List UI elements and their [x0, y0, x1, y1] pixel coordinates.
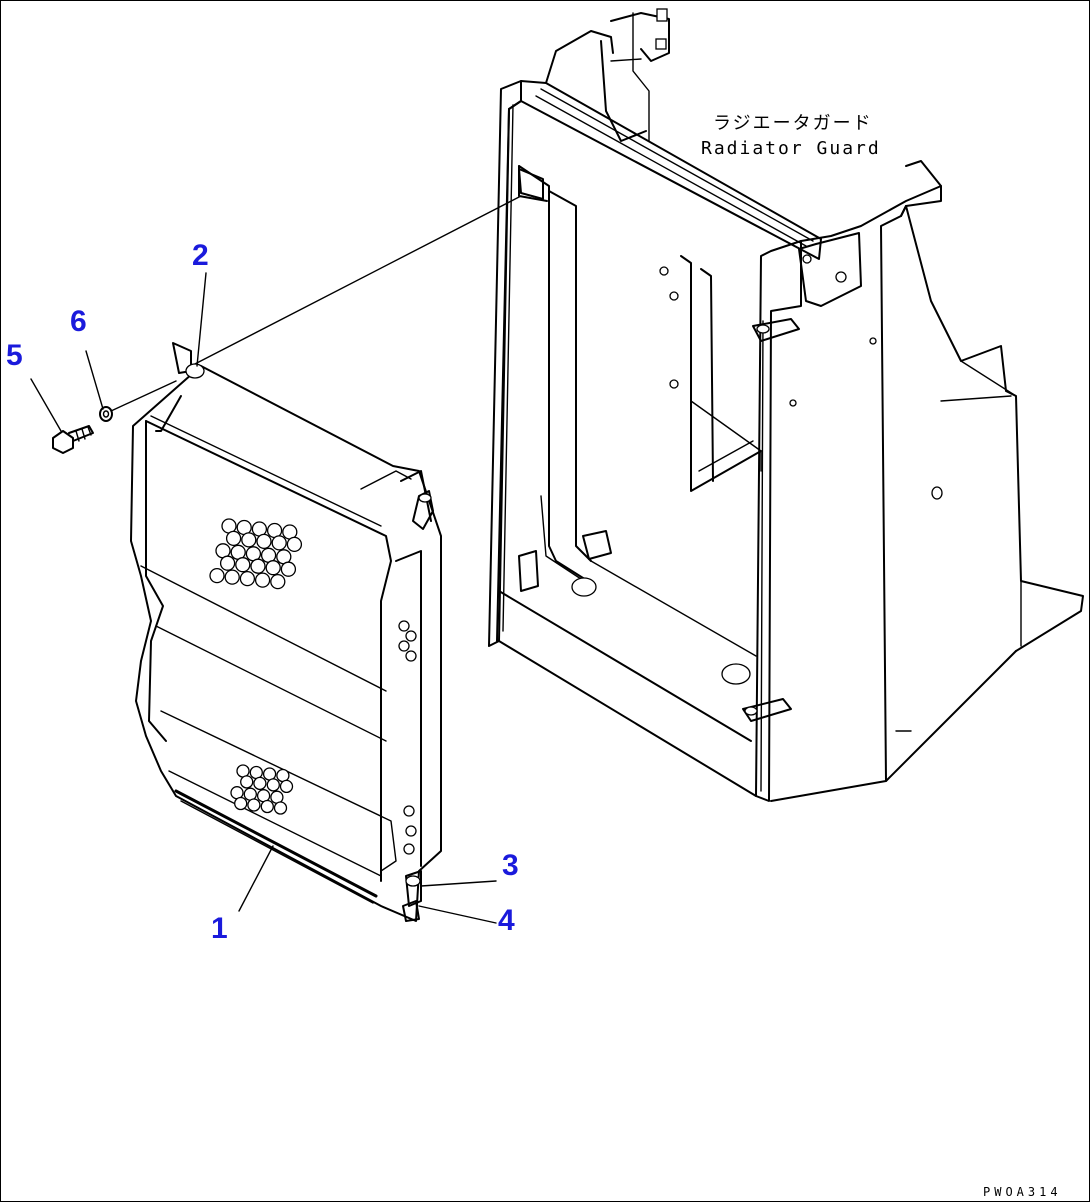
perforation-hole — [219, 555, 236, 571]
perforation-hole — [224, 569, 240, 585]
perforation-hole — [209, 567, 225, 584]
perforation-hole — [279, 779, 294, 794]
callout-2[interactable]: 2 — [192, 239, 209, 272]
callout-6[interactable]: 6 — [70, 305, 87, 338]
perforation-hole — [273, 801, 288, 815]
radiator-guard-frame — [488, 8, 1084, 802]
assembly-leader-line — [190, 195, 522, 367]
perforation-hole — [270, 573, 286, 590]
callout-1[interactable]: 1 — [211, 912, 228, 945]
perforation-hole — [262, 767, 277, 781]
perforation-hole — [265, 560, 281, 576]
perforation-hole — [234, 796, 248, 811]
perforation-hole — [260, 799, 274, 814]
bolt-part-5 — [52, 425, 94, 454]
perforation-hole — [240, 775, 254, 789]
washer-part-6 — [99, 406, 113, 422]
perforation-hole — [250, 558, 266, 574]
callout-5[interactable]: 5 — [6, 339, 23, 372]
perforation-hole — [286, 536, 303, 553]
perforation-hole — [253, 776, 267, 791]
perforation-hole — [239, 570, 256, 587]
perforation-hole — [247, 798, 261, 812]
perforation-hole — [276, 768, 290, 783]
perforation-hole — [249, 765, 263, 780]
perforation-hole — [236, 764, 250, 778]
perforation-hole — [266, 778, 280, 792]
callout-4[interactable]: 4 — [498, 904, 515, 937]
perforation-hole — [280, 561, 297, 577]
callout-3[interactable]: 3 — [502, 849, 519, 882]
perforation-hole — [241, 532, 257, 548]
perforation-hole — [256, 533, 272, 550]
drawing-code: PWOA314 — [983, 1185, 1062, 1199]
callout-leaders — [30, 272, 497, 924]
fastening-axis-line — [110, 380, 177, 412]
part-name-english: Radiator Guard — [701, 138, 881, 159]
perforation-hole — [271, 535, 287, 551]
perforation-hole — [225, 530, 242, 547]
guard-panel-part-1 — [130, 342, 442, 922]
perforation-hole — [235, 557, 251, 573]
perforation-hole — [254, 572, 271, 588]
part-name-japanese: ラジエータガード — [713, 113, 873, 134]
